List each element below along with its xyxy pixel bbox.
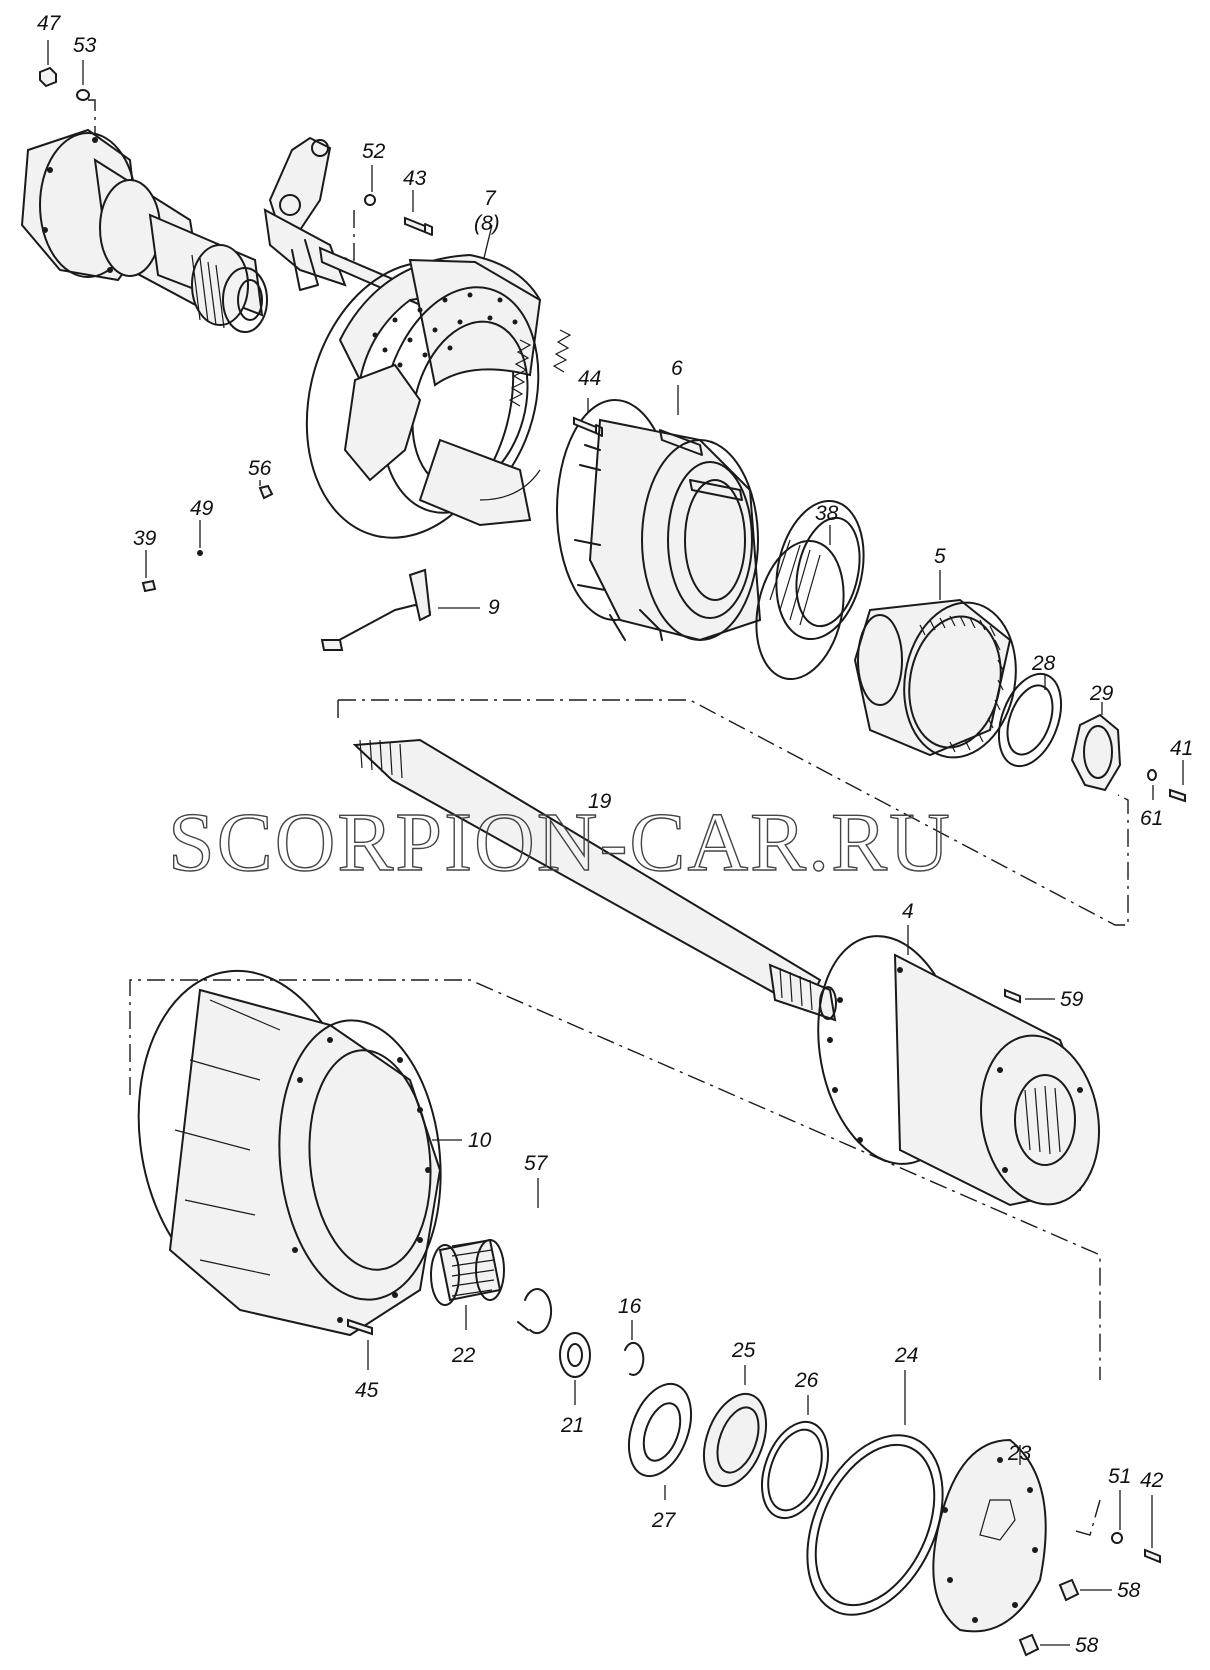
callout-47: 47 — [37, 12, 62, 35]
callout-39: 39 — [133, 527, 157, 550]
tapered-bearing — [755, 499, 865, 681]
assembly-line-bolt-51 — [1071, 1499, 1101, 1536]
callout-10: 10 — [468, 1129, 492, 1152]
callout-21: 21 — [560, 1414, 584, 1437]
callout-58b: 58 — [1075, 1634, 1099, 1657]
brake-drum — [137, 969, 442, 1337]
callout-29: 29 — [1089, 682, 1114, 705]
thrust-washer-27 — [627, 1382, 693, 1478]
washer-53 — [76, 89, 90, 101]
assembly-line-lower — [129, 979, 1101, 1380]
assembly-line-bolt-53 — [88, 99, 96, 140]
callout-51: 51 — [1108, 1465, 1131, 1488]
hub-nut — [1070, 713, 1122, 792]
bolt-41 — [1169, 788, 1186, 803]
callout-25: 25 — [731, 1339, 756, 1362]
callout-45: 45 — [355, 1379, 379, 1402]
callout-43: 43 — [403, 167, 427, 190]
callout-61: 61 — [1140, 807, 1163, 830]
snap-ring-16 — [624, 1341, 645, 1376]
axle-housing-knuckle — [20, 128, 268, 333]
callout-57: 57 — [524, 1152, 549, 1175]
callout-23: 23 — [1007, 1442, 1032, 1465]
pin-49 — [197, 550, 203, 556]
callout-42: 42 — [1140, 1469, 1164, 1492]
brake-shoe-assembly — [305, 253, 572, 539]
axle-shaft — [352, 738, 837, 1022]
watermark: SCORPION-CAR.RU — [168, 796, 952, 889]
callout-58a: 58 — [1117, 1579, 1141, 1602]
callout-19: 19 — [588, 790, 612, 813]
callout-28: 28 — [1031, 652, 1056, 675]
wheel-hub — [556, 399, 762, 642]
washer-61 — [1147, 769, 1157, 781]
nut-51 — [1111, 1532, 1123, 1544]
clutch-ring-25 — [702, 1392, 768, 1488]
callout-56: 56 — [248, 457, 272, 480]
ring-gear — [853, 598, 1017, 759]
callout-8: (8) — [474, 212, 500, 235]
callout-44: 44 — [578, 367, 601, 390]
callout-53: 53 — [73, 34, 97, 57]
lock-washer — [997, 672, 1063, 768]
callout-59: 59 — [1060, 988, 1084, 1011]
gasket-24 — [806, 1434, 944, 1616]
sun-gear — [430, 1238, 505, 1306]
wear-sensor-9 — [320, 568, 432, 651]
bolt-59 — [1004, 988, 1021, 1004]
callout-7: 7 — [484, 187, 497, 210]
screw-39 — [141, 579, 157, 593]
callout-6: 6 — [671, 357, 683, 380]
callout-52: 52 — [362, 140, 386, 163]
leader-lines — [47, 40, 1184, 1646]
callout-22: 22 — [451, 1344, 476, 1367]
bolt-45 — [347, 1318, 373, 1336]
callout-16: 16 — [618, 1295, 642, 1318]
nut-47 — [39, 66, 57, 88]
snap-ring-57 — [517, 1288, 553, 1335]
thrust-washer-21 — [559, 1332, 591, 1378]
callout-5: 5 — [934, 545, 946, 568]
callout-labels: 47 53 52 43 7 (8) 44 6 56 49 39 38 5 9 2… — [37, 12, 1193, 1657]
callout-24: 24 — [894, 1344, 918, 1367]
callout-4: 4 — [902, 900, 914, 923]
clip-56 — [258, 484, 274, 500]
bolt-42 — [1144, 1548, 1161, 1564]
retaining-ring-26 — [761, 1420, 829, 1520]
callout-9: 9 — [488, 596, 500, 619]
cover-23 — [932, 1438, 1047, 1633]
callout-49: 49 — [190, 497, 214, 520]
planetary-housing — [817, 935, 1100, 1207]
callout-27: 27 — [651, 1509, 677, 1532]
callout-41: 41 — [1170, 737, 1193, 760]
bolt-44 — [573, 416, 603, 437]
plug-58b — [1018, 1633, 1040, 1657]
callout-38: 38 — [815, 502, 839, 525]
assembly-line-upper — [337, 699, 1129, 926]
callout-26: 26 — [794, 1369, 819, 1392]
washer-52 — [364, 194, 376, 206]
bolt-43 — [404, 216, 433, 236]
plug-58a — [1058, 1578, 1080, 1602]
